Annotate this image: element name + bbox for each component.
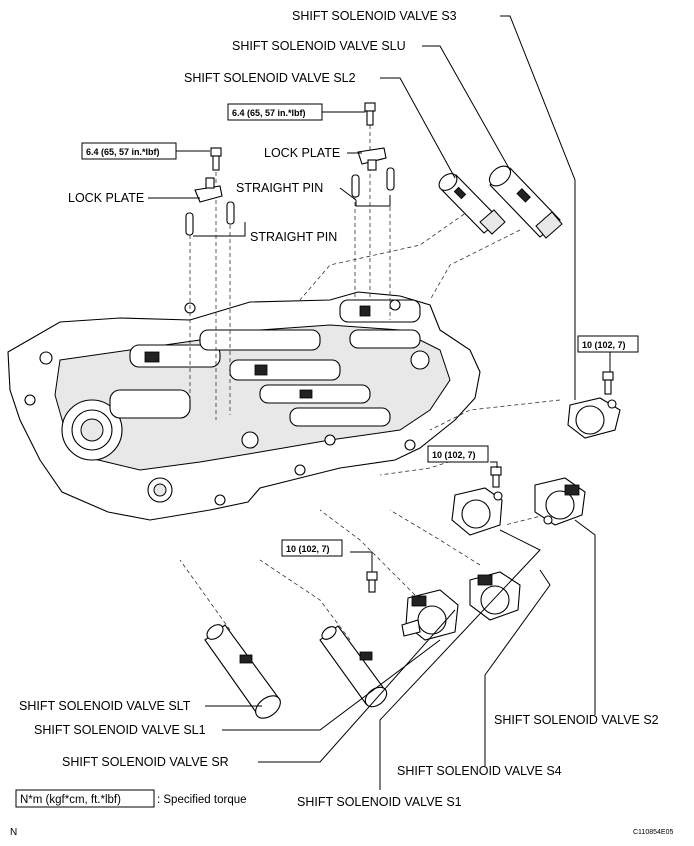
- solenoid-sr: [366, 571, 459, 641]
- solenoid-s3: [567, 371, 621, 439]
- torque-value: 10 (102, 7): [582, 340, 626, 350]
- figure-code: C110854E05: [633, 829, 673, 836]
- solenoid-sl2: [438, 173, 506, 235]
- footer-mark: N: [10, 827, 17, 838]
- torque-value: 10 (102, 7): [432, 450, 476, 460]
- torque-box-s1: 10 (102, 7): [427, 445, 489, 463]
- legend-unit: N*m (kgf*cm, ft.*lbf): [20, 794, 121, 806]
- legend: N*m (kgf*cm, ft.*lbf) : Specified torque: [15, 789, 247, 808]
- label-straight-pin-right: STRAIGHT PIN: [236, 181, 323, 195]
- legend-text: : Specified torque: [157, 794, 247, 806]
- label-straight-pin-left: STRAIGHT PIN: [250, 230, 337, 244]
- torque-box-s3: 10 (102, 7): [577, 335, 639, 353]
- label-slu: SHIFT SOLENOID VALVE SLU: [232, 39, 406, 53]
- solenoid-slt: [204, 624, 281, 719]
- label-lock-plate-left: LOCK PLATE: [68, 191, 144, 205]
- torque-value: 6.4 (65, 57 in.*lbf): [232, 108, 306, 118]
- lock-plate-right-assembly: [351, 102, 395, 198]
- label-sl2: SHIFT SOLENOID VALVE SL2: [184, 71, 356, 85]
- label-s2: SHIFT SOLENOID VALVE S2: [494, 713, 659, 727]
- torque-box-top-right: 6.4 (65, 57 in.*lbf): [227, 103, 323, 121]
- torque-box-sr: 10 (102, 7): [281, 539, 343, 557]
- label-lock-plate-right: LOCK PLATE: [264, 146, 340, 160]
- valve-body: [7, 291, 481, 521]
- torque-value: 10 (102, 7): [286, 544, 330, 554]
- assembly-lines: [179, 125, 611, 641]
- solenoid-sl1: [319, 625, 388, 708]
- torque-box-top-left: 6.4 (65, 57 in.*lbf): [81, 142, 177, 160]
- torque-value: 6.4 (65, 57 in.*lbf): [86, 147, 160, 157]
- solenoid-s2: [534, 477, 586, 526]
- label-s4: SHIFT SOLENOID VALVE S4: [397, 764, 562, 778]
- label-s1: SHIFT SOLENOID VALVE S1: [297, 795, 462, 809]
- solenoid-s1: [451, 466, 503, 536]
- label-sr: SHIFT SOLENOID VALVE SR: [62, 755, 229, 769]
- label-sl1: SHIFT SOLENOID VALVE SL1: [34, 723, 206, 737]
- lock-plate-left-assembly: [185, 147, 235, 236]
- label-s3: SHIFT SOLENOID VALVE S3: [292, 9, 457, 23]
- leader-lines: [148, 15, 611, 790]
- label-slt: SHIFT SOLENOID VALVE SLT: [19, 699, 191, 713]
